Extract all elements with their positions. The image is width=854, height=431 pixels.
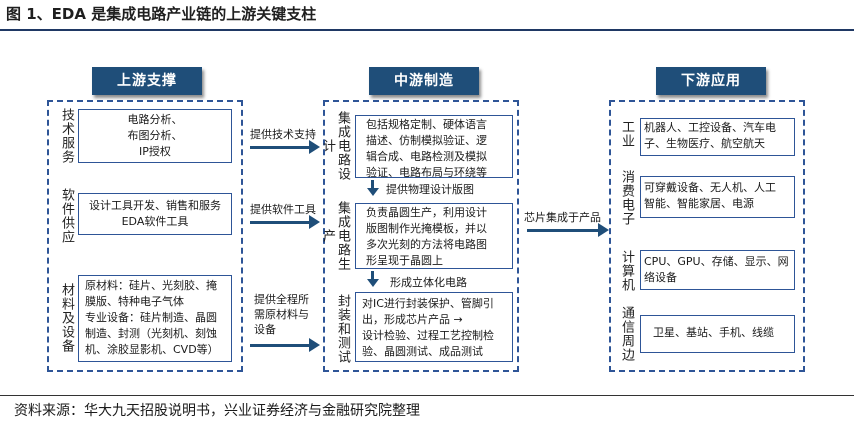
- down-arrow-1-label: 提供物理设计版图: [386, 183, 474, 196]
- industry-box: 机器人、工控设备、汽车电 子、生物医疗、航空航天: [640, 118, 795, 156]
- down-arrow-1-head: [366, 188, 379, 196]
- tech-service-box: 电路分析、 布图分析、 IP授权: [78, 109, 232, 163]
- design-line: 包括规格定制、硬体语言: [366, 118, 487, 131]
- ic-manufacturing-box: 负责晶圆生产，利用设计 版图制作光掩模板，并以 多次光刻的方法将电路图 形呈现于…: [355, 203, 513, 269]
- computer-label: 计算机: [619, 250, 634, 292]
- materials-line: 专业设备：硅片制造、晶圆: [85, 311, 217, 324]
- down-arrow-2-shaft: [371, 271, 374, 279]
- industry-line: 子、生物医疗、航空航天: [644, 137, 765, 150]
- design-line: 辑合成、电路检测及模拟: [366, 150, 487, 163]
- industry-line: 机器人、工控设备、汽车电: [644, 121, 776, 134]
- arrow-tech: [250, 140, 320, 154]
- consumer-line: 智能、智能家居、电源: [644, 197, 754, 210]
- pkg-line: 出，形成芯片产品 →: [362, 313, 463, 326]
- mfg-line: 负责晶圆生产，利用设计: [366, 206, 487, 219]
- down-arrow-2-label: 形成立体化电路: [390, 276, 467, 289]
- upstream-header: 上游支撑: [92, 67, 202, 95]
- mfg-line: 版图制作光掩模板，并以: [366, 222, 487, 235]
- downstream-header: 下游应用: [656, 67, 766, 95]
- design-line: 描述、仿制模拟验证、逻: [366, 134, 487, 147]
- software-supply-box: 设计工具开发、销售和服务 EDA软件工具: [78, 193, 232, 235]
- arrow-label-materials-line: 设备: [254, 323, 276, 336]
- design-line: 验证、电路布局与环绕等: [366, 166, 487, 179]
- tech-item: IP授权: [139, 145, 171, 158]
- arrow-label-tech: 提供技术支持: [250, 128, 316, 141]
- materials-label: 材料及设备: [59, 283, 74, 353]
- communication-box: 卫星、基站、手机、线缆: [640, 315, 795, 353]
- materials-line: 膜版、特种电子气体: [85, 295, 184, 308]
- arrow-label-materials-line: 提供全程所: [254, 293, 309, 306]
- pkg-line: 验、晶圆测试、成品测试: [362, 345, 483, 358]
- arrow-label-materials-line: 需原材料与: [254, 308, 309, 321]
- ic-design-label: 集成电路设计: [320, 111, 350, 181]
- arrow-label-software: 提供软件工具: [250, 203, 316, 216]
- computer-line: CPU、GPU、存储、显示、网: [644, 255, 789, 268]
- title-divider: [0, 29, 854, 31]
- mfg-line: 形呈现于晶圆上: [366, 254, 443, 267]
- materials-line: 制造、封测（光刻机、刻蚀: [85, 327, 217, 340]
- software-line: EDA软件工具: [121, 215, 189, 228]
- arrow-materials: [250, 338, 320, 352]
- down-arrow-1-shaft: [371, 180, 374, 188]
- consumer-line: 可穿戴设备、无人机、人工: [644, 181, 776, 194]
- tech-item: 电路分析、: [127, 113, 183, 126]
- industry-label: 工业: [619, 120, 634, 148]
- computer-line: 络设备: [644, 271, 677, 284]
- communication-label: 通信周边: [619, 306, 634, 362]
- software-supply-label: 软件供应: [59, 188, 74, 244]
- ic-design-box: 包括规格定制、硬体语言 描述、仿制模拟验证、逻 辑合成、电路检测及模拟 验证、电…: [355, 115, 513, 179]
- packaging-test-label: 封装和测试: [335, 294, 350, 364]
- tech-service-label: 技术服务: [59, 108, 74, 164]
- tech-item: 布图分析、: [127, 129, 183, 142]
- pkg-line: 设计检验、过程工艺控制检: [362, 329, 494, 342]
- materials-line: 机、涂胶显影机、CVD等）: [85, 343, 219, 356]
- computer-box: CPU、GPU、存储、显示、网 络设备: [640, 250, 795, 290]
- mfg-line: 多次光刻的方法将电路图: [366, 238, 487, 251]
- down-arrow-2-head: [366, 279, 379, 287]
- consumer-electronics-label: 消费电子: [619, 170, 634, 226]
- comm-line: 卫星、基站、手机、线缆: [653, 326, 774, 339]
- arrow-to-downstream: [527, 223, 609, 237]
- software-line: 设计工具开发、销售和服务: [89, 199, 221, 212]
- midstream-header: 中游制造: [369, 67, 479, 95]
- footer-divider: [0, 395, 854, 396]
- consumer-electronics-box: 可穿戴设备、无人机、人工 智能、智能家居、电源: [640, 176, 795, 218]
- source-note: 资料来源：华大九天招股说明书，兴业证券经济与金融研究院整理: [14, 403, 420, 419]
- pkg-line: 对IC进行封装保护、管脚引: [362, 297, 494, 310]
- packaging-test-box: 对IC进行封装保护、管脚引 出，形成芯片产品 → 设计检验、过程工艺控制检 验、…: [355, 292, 513, 362]
- materials-line: 原材料：硅片、光刻胶、掩: [85, 279, 217, 292]
- arrow-software: [250, 215, 320, 229]
- materials-box: 原材料：硅片、光刻胶、掩 膜版、特种电子气体 专业设备：硅片制造、晶圆 制造、封…: [78, 275, 232, 362]
- ic-manufacturing-label: 集成电路生产: [320, 201, 350, 271]
- figure-title: 图 1、EDA 是集成电路产业链的上游关键支柱: [6, 5, 317, 23]
- arrow-label-materials: 提供全程所 需原材料与 设备: [254, 292, 309, 337]
- arrow-label-to-downstream: 芯片集成于产品: [524, 211, 601, 224]
